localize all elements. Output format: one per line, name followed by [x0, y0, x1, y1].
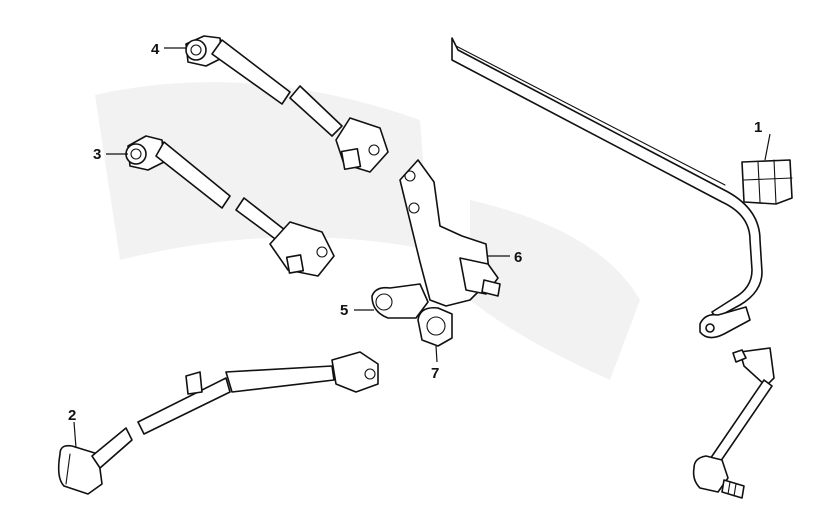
stabilizer-bar: [451, 37, 763, 339]
callout-1: 1: [754, 119, 762, 136]
callout-3: 3: [93, 146, 101, 163]
stabilizer-bushing: [741, 159, 793, 205]
callout-6: 6: [514, 249, 522, 266]
callout-7: 7: [431, 365, 439, 382]
callout-labels: 1 2 3 4 5 6 7: [68, 41, 762, 424]
lower-control-arm: [125, 135, 335, 277]
trailing-arm: [57, 351, 379, 495]
callout-2: 2: [68, 407, 76, 424]
callout-4: 4: [151, 41, 160, 58]
leader-lines: [73, 47, 771, 449]
callout-5: 5: [340, 302, 348, 319]
knuckle-lower-bushing: [417, 306, 453, 347]
rear-knuckle: [399, 159, 501, 307]
upper-control-arm: [185, 35, 389, 173]
stabilizer-link: [692, 347, 775, 499]
knuckle-bushing: [371, 283, 429, 319]
